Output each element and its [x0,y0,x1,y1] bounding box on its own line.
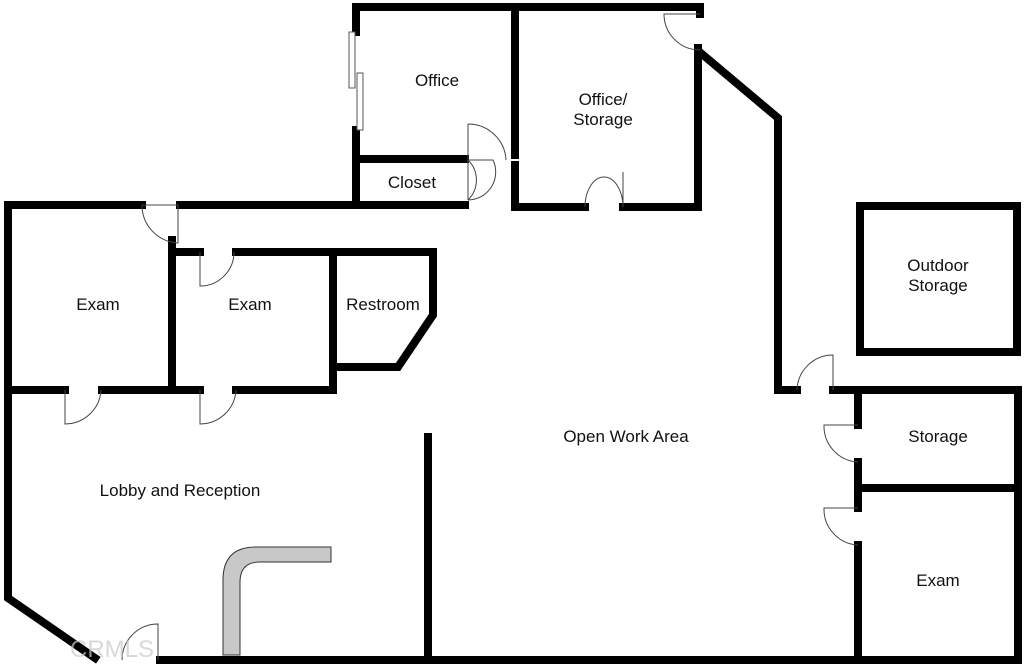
door-office-storage-ne [663,13,701,51]
door-exam-middle-top [199,251,235,287]
door-exam-left-top [141,204,179,244]
room-label-restroom: Restroom [346,295,420,314]
room-label-office: Office [414,71,460,90]
room-label-lobby: Lobby and Reception [99,481,261,500]
door-exam-middle [199,389,237,425]
room-label-exam-right: Exam [916,571,960,590]
room-label-line: Storage [908,276,968,295]
watermark: CRMLS [70,636,155,663]
door-office-storage-s [584,172,624,208]
room-label-line: Outdoor [907,256,969,275]
room-label-outdoor-storage: Outdoor Storage [907,256,968,296]
room-label-line: Office/ [578,90,628,109]
room-label-exam-left: Exam [76,295,120,314]
door-exam-left [64,389,102,425]
room-label-storage: Storage [908,427,968,446]
door-office [467,123,507,161]
doors [64,13,859,661]
room-label-office-storage: Office/ Storage [573,90,633,130]
walls [4,3,1022,664]
reception-desk [222,546,332,656]
door-east [796,354,834,391]
door-storage [823,424,859,463]
room-label-closet: Closet [387,173,437,192]
door-entry [121,623,159,661]
window [348,31,364,131]
room-label-exam-middle: Exam [228,295,272,314]
room-label-line: Storage [573,110,633,129]
door-exam-right [823,507,859,546]
room-label-open-work-area: Open Work Area [563,427,689,446]
